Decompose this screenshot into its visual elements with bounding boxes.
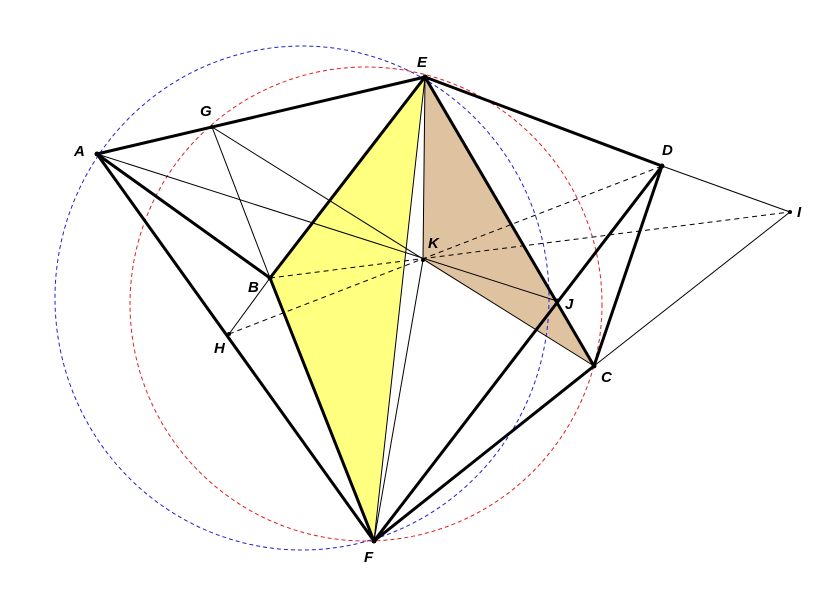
line-F-K: [373, 259, 424, 542]
point-F: [371, 538, 377, 544]
point-B: [267, 275, 273, 281]
edge-A-B: [95, 152, 272, 280]
line-K-E: [422, 76, 426, 261]
edge-E-C: [423, 75, 596, 368]
line-A-J: [96, 153, 558, 302]
point-H: [227, 332, 231, 336]
label-I: I: [797, 204, 802, 221]
point-I: [788, 210, 792, 214]
edge-B-E: [268, 75, 427, 280]
point-J: [554, 298, 560, 304]
edge-C-F: [372, 364, 596, 543]
edge-A-E: [95, 75, 427, 156]
line-D-I: [661, 165, 791, 213]
dashed-line-H-D: [228, 165, 663, 335]
point-G: [210, 125, 214, 129]
edge-D-C: [592, 164, 664, 368]
line-G-B: [211, 126, 271, 279]
label-E: E: [417, 54, 428, 71]
label-K: K: [428, 235, 440, 252]
edge-E-D: [423, 75, 664, 168]
label-G: G: [200, 103, 212, 120]
point-D: [659, 163, 665, 169]
label-H: H: [214, 340, 226, 357]
edge-F-D: [372, 164, 664, 543]
label-C: C: [601, 369, 613, 386]
label-D: D: [662, 142, 673, 159]
label-A: A: [73, 143, 85, 160]
dashed-line-B-I: [269, 211, 791, 279]
edge-F-A: [95, 152, 376, 543]
line-C-I: [593, 211, 791, 367]
label-F: F: [364, 549, 374, 566]
label-B: B: [248, 279, 259, 296]
point-K: [421, 258, 425, 262]
edge-B-F: [268, 276, 376, 543]
line-G-C: [211, 126, 595, 367]
point-E: [422, 74, 428, 80]
label-J: J: [565, 296, 574, 313]
red-dashed-circle: [129, 66, 603, 542]
point-A: [94, 151, 100, 157]
line-B-H: [228, 277, 271, 335]
line-E-F-inner: [373, 76, 426, 542]
point-C: [591, 363, 597, 369]
